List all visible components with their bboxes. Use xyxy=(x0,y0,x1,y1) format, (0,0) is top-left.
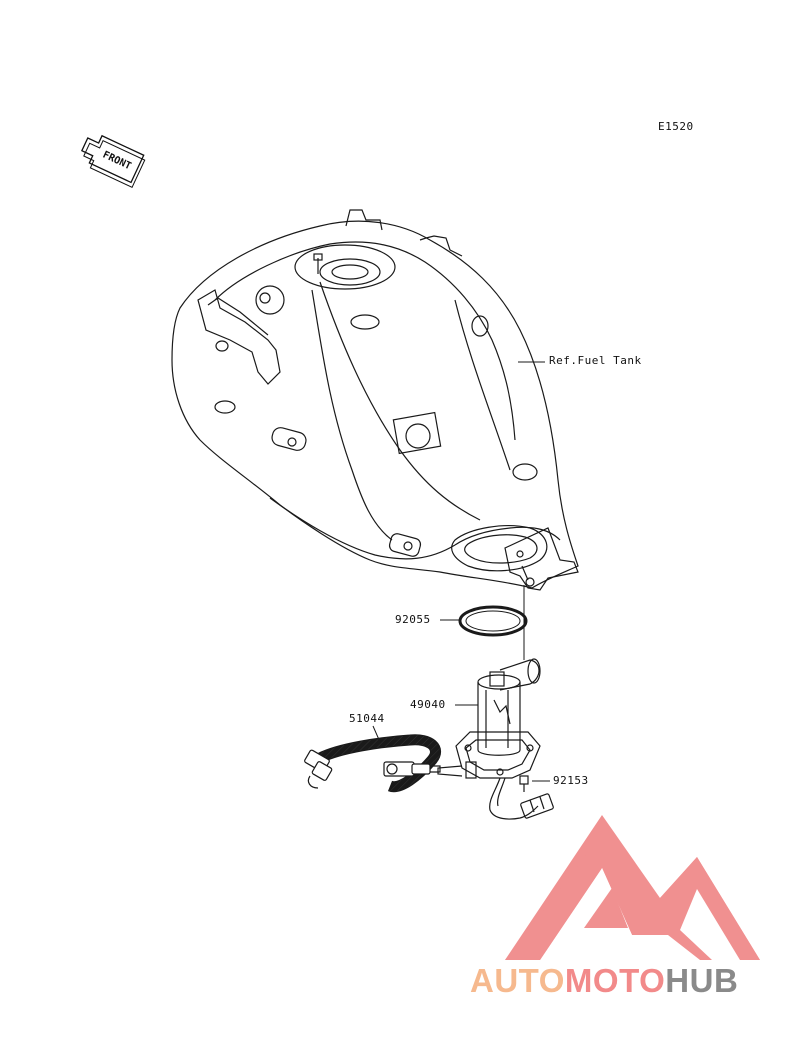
front-label: FRONT xyxy=(101,150,133,173)
automotohub-logo-icon xyxy=(505,815,760,960)
watermark-moto: MOTO xyxy=(564,962,666,999)
gasket-92055-drawing xyxy=(458,605,528,637)
watermark-hub: HUB xyxy=(665,962,739,999)
part-number-92153: 92153 xyxy=(553,774,589,787)
watermark-auto: AUTO xyxy=(470,962,565,999)
part-number-49040: 49040 xyxy=(410,698,446,711)
ref-fuel-tank-label: Ref.Fuel Tank xyxy=(549,354,642,367)
fuel-hose-51044-drawing xyxy=(304,734,441,793)
part-number-92055: 92055 xyxy=(395,613,431,626)
front-arrow-icon: FRONT xyxy=(80,134,146,188)
part-number-51044: 51044 xyxy=(349,712,385,725)
watermark-text: AUTOMOTOHUB xyxy=(470,962,738,1000)
fuel-tank-drawing xyxy=(171,209,579,591)
fuel-pump-49040-drawing xyxy=(437,658,554,820)
leader-51044 xyxy=(372,725,381,743)
diagram-code: E1520 xyxy=(658,120,694,133)
